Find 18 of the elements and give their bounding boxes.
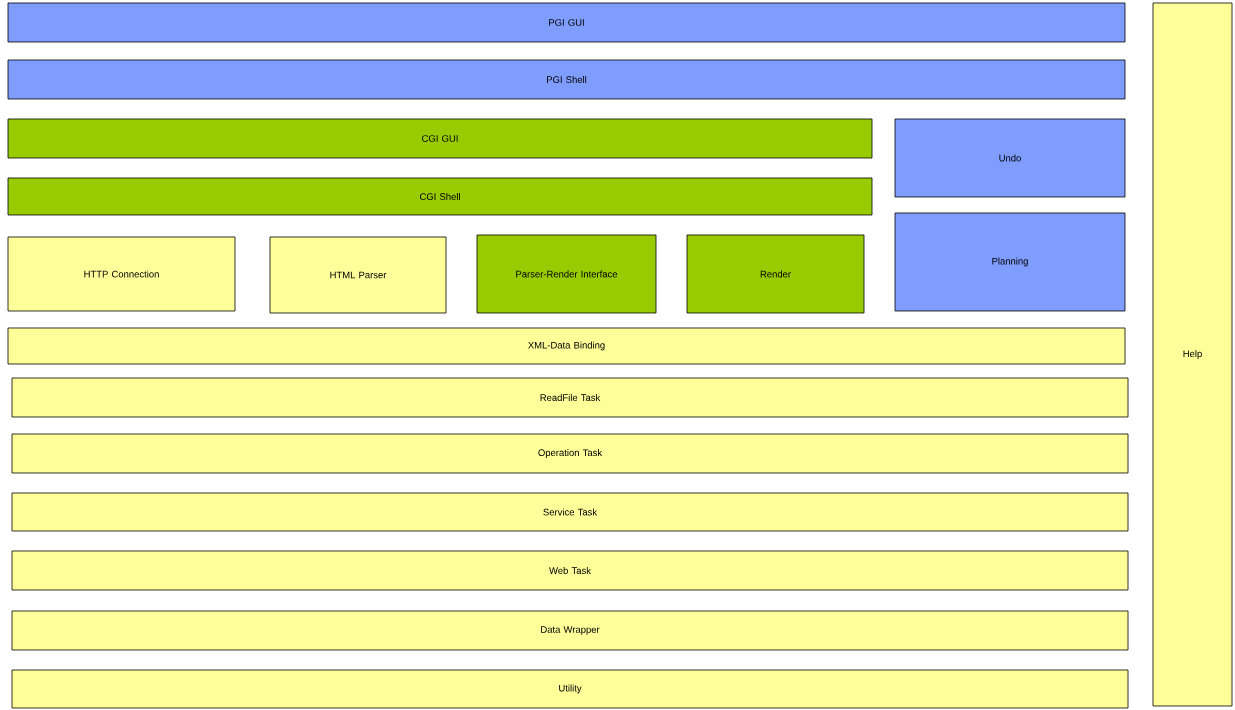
module-box: Planning [894,212,1126,312]
layer-bar: Operation Task [11,433,1129,474]
layer-bar: Help [1152,2,1233,707]
layer-bar: Service Task [11,492,1129,532]
module-box: HTTP Connection [7,236,236,312]
layer-bar: CGI GUI [7,118,873,159]
layer-bar: PGI GUI [7,2,1126,43]
module-box: HTML Parser [269,236,447,314]
module-box: Parser-Render Interface [476,234,657,314]
layer-bar: Utility [11,669,1129,709]
layer-bar: Web Task [11,550,1129,591]
layer-bar: XML-Data Binding [7,327,1126,365]
layer-bar: PGI Shell [7,59,1126,100]
layer-bar: Data Wrapper [11,610,1129,651]
module-box: Render [686,234,865,314]
layer-bar: CGI Shell [7,177,873,216]
layer-bar: ReadFile Task [11,377,1129,418]
module-box: Undo [894,118,1126,198]
